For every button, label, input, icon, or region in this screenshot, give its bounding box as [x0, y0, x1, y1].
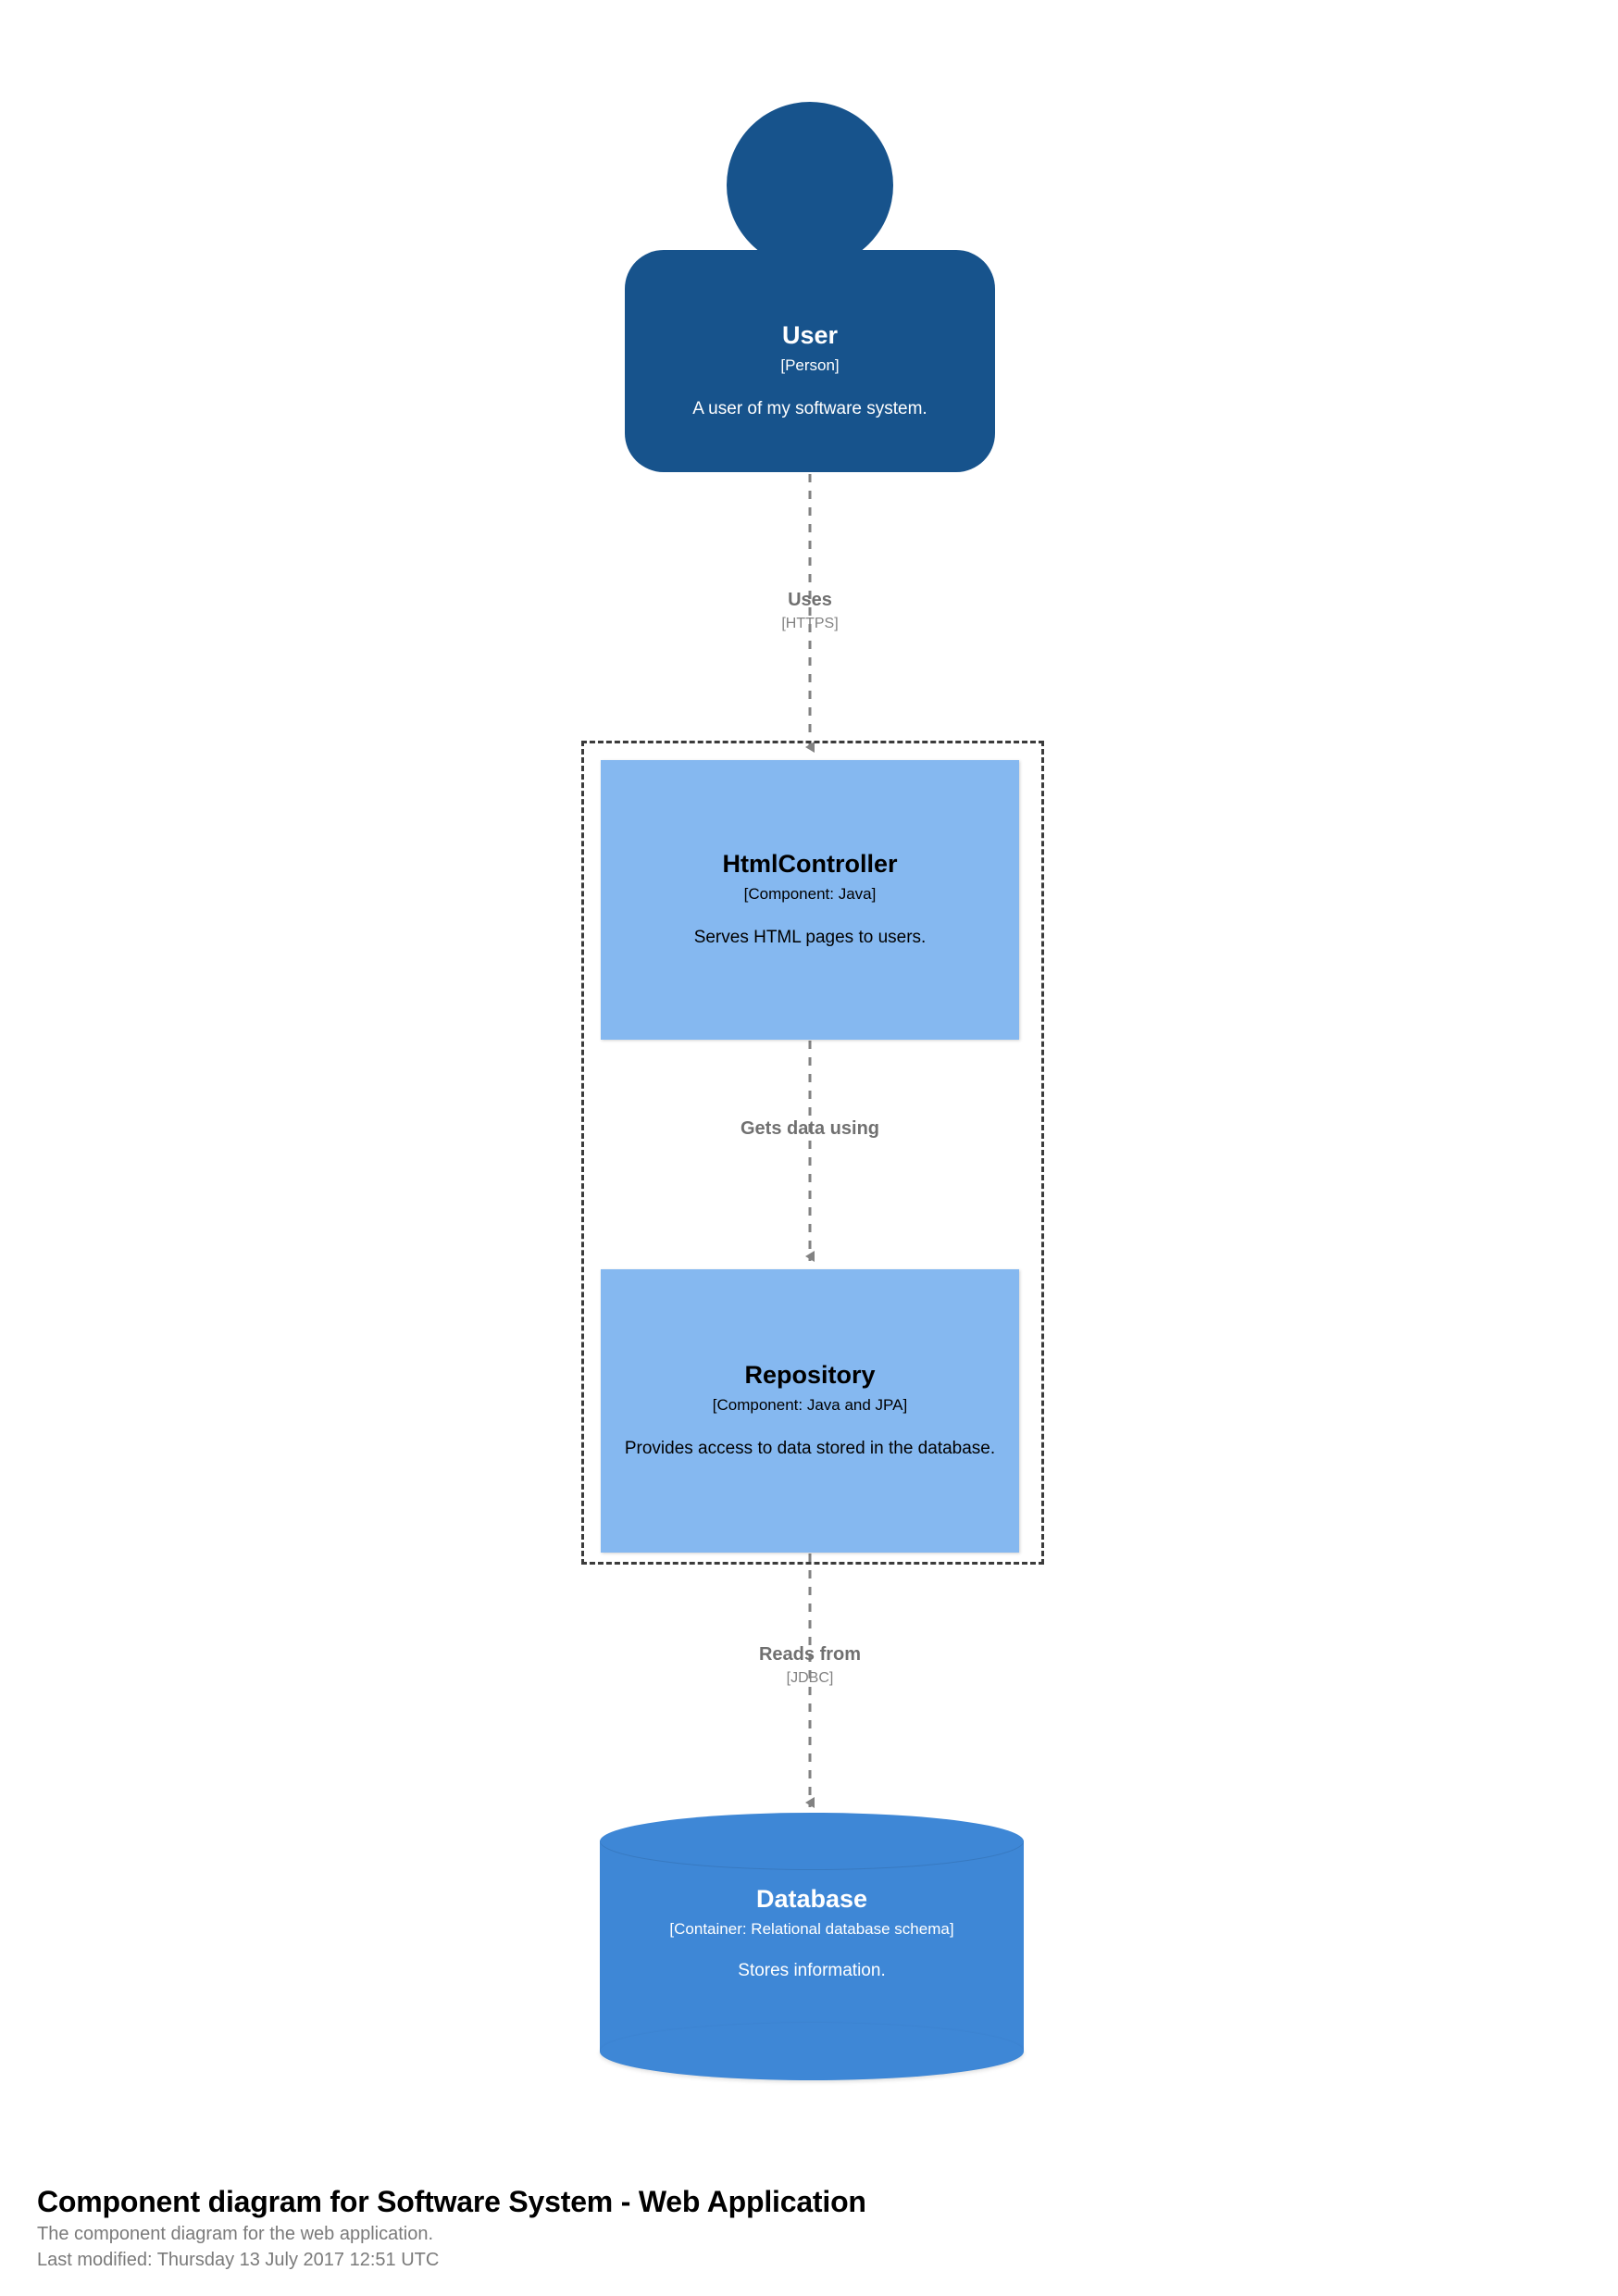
relationship-reads-from-description: Reads from [758, 1644, 862, 1665]
cylinder-bottom-ellipse [600, 2023, 1024, 2080]
person-head-icon [727, 102, 893, 268]
node-repository[interactable]: Repository [Component: Java and JPA] Pro… [601, 1269, 1019, 1553]
node-database[interactable]: Database [Container: Relational database… [600, 1813, 1024, 2080]
caption-last-modified: Last modified: Thursday 13 July 2017 12:… [37, 2250, 440, 2271]
relationship-gets-data-using-description: Gets data using [740, 1118, 880, 1139]
node-repository-description: Provides access to data stored in the da… [624, 1439, 996, 1459]
person-body: User [Person] A user of my software syst… [625, 250, 995, 472]
node-user-description: A user of my software system. [692, 399, 927, 419]
node-htmlcontroller-description: Serves HTML pages to users. [693, 928, 927, 948]
node-repository-technology: [Component: Java and JPA] [712, 1396, 908, 1415]
cylinder-top-ellipse [600, 1813, 1024, 1870]
relationship-label-reads-from: Reads from [JDBC] [616, 1643, 1004, 1687]
relationship-uses-technology: [HTTPS] [781, 616, 839, 631]
relationship-reads-from-technology: [JDBC] [786, 1670, 834, 1686]
diagram-caption: Component diagram for Software System - … [37, 2183, 1333, 2274]
node-database-text: Database [Container: Relational database… [600, 1885, 1024, 1981]
cylinder-body [600, 1841, 1024, 2052]
caption-description: The component diagram for the web applic… [37, 2223, 434, 2244]
node-htmlcontroller[interactable]: HtmlController [Component: Java] Serves … [601, 760, 1019, 1040]
node-user-technology: [Person] [780, 356, 840, 375]
node-database-description: Stores information. [738, 1961, 886, 1980]
node-database-technology: [Container: Relational database schema] [669, 1920, 954, 1938]
node-htmlcontroller-technology: [Component: Java] [743, 885, 877, 904]
node-user-title: User [781, 321, 839, 350]
node-user[interactable]: User [Person] A user of my software syst… [625, 102, 995, 472]
container-boundary-web-application [581, 741, 1044, 1565]
node-htmlcontroller-title: HtmlController [722, 850, 898, 879]
relationship-label-gets-data-using: Gets data using [616, 1117, 1004, 1143]
node-repository-title: Repository [744, 1361, 876, 1390]
relationship-uses-description: Uses [788, 590, 832, 610]
caption-title: Component diagram for Software System - … [37, 2185, 866, 2218]
node-database-title: Database [755, 1885, 868, 1913]
relationship-label-uses: Uses [HTTPS] [616, 589, 1004, 632]
